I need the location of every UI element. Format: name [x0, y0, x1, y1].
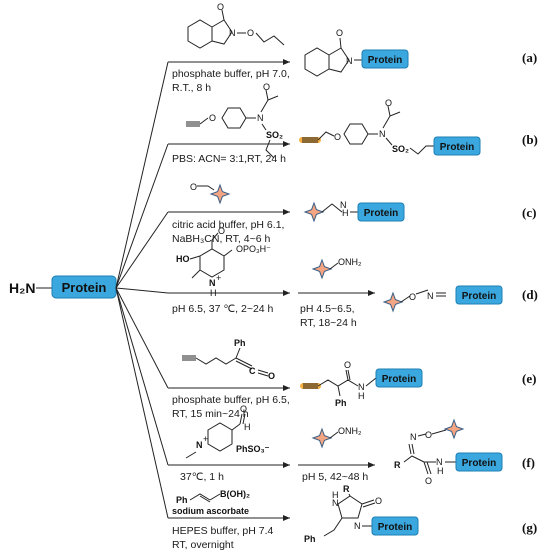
svg-text:H: H: [332, 490, 339, 500]
svg-text:R: R: [394, 460, 401, 470]
svg-text:O: O: [217, 2, 224, 12]
svg-text:Ph: Ph: [304, 534, 316, 544]
svg-text:Protein: Protein: [378, 522, 412, 533]
svg-text:Protein: Protein: [462, 291, 496, 302]
svg-text:PBS: ACN= 3:1,RT, 24 h: PBS: ACN= 3:1,RT, 24 h: [172, 153, 286, 165]
svg-text:H: H: [437, 466, 444, 476]
svg-text:Protein: Protein: [440, 142, 474, 153]
svg-text:R.T., 8 h: R.T., 8 h: [172, 82, 211, 94]
reaction-d: O HO OPO₃H⁻ N + H pH 6.5, 37 ℃, 2~24 h O…: [172, 226, 538, 329]
svg-text:Protein: Protein: [382, 374, 416, 385]
svg-text:RT, 18~24 h: RT, 18~24 h: [300, 317, 357, 329]
svg-text:RT, overnight: RT, overnight: [172, 539, 234, 551]
svg-text:O: O: [209, 113, 216, 123]
svg-text:O: O: [190, 182, 197, 192]
reaction-f: O H N + PhSO₃⁻ 37℃, 1 h ONH₂ pH 5, 42~48…: [180, 404, 535, 486]
svg-text:SO₂: SO₂: [266, 130, 283, 140]
svg-text:ONH₂: ONH₂: [338, 257, 362, 267]
svg-text:Protein: Protein: [364, 208, 398, 219]
fan-arrows: [115, 59, 375, 521]
svg-text:O: O: [385, 98, 392, 108]
svg-text:O: O: [247, 28, 254, 38]
svg-text:O: O: [240, 404, 247, 414]
svg-text:Protein: Protein: [462, 458, 496, 469]
label-c: (c): [522, 205, 536, 220]
svg-text:PhSO₃⁻: PhSO₃⁻: [236, 444, 270, 454]
label-b: (b): [522, 132, 538, 147]
svg-text:O: O: [218, 226, 225, 236]
svg-text:C: C: [249, 366, 256, 376]
reaction-a: O N O phosphate buffer, pH 7.0, R.T., 8 …: [172, 2, 537, 94]
svg-text:H: H: [358, 391, 365, 401]
label-a: (a): [522, 50, 537, 65]
svg-text:N: N: [354, 521, 361, 531]
svg-text:B(OH)₂: B(OH)₂: [220, 489, 250, 499]
svg-text:N: N: [196, 440, 203, 450]
reaction-e: Ph C O phosphate buffer, pH 6.5, RT, 15 …: [172, 338, 536, 420]
svg-text:H: H: [210, 288, 217, 298]
label-e: (e): [522, 371, 536, 386]
svg-text:O: O: [263, 82, 270, 92]
svg-text:N: N: [358, 382, 365, 392]
svg-text:SO₂: SO₂: [392, 144, 409, 154]
svg-text:Ph: Ph: [234, 338, 246, 348]
svg-text:Ph: Ph: [335, 398, 347, 408]
label-d: (d): [522, 287, 538, 302]
svg-text:O: O: [268, 371, 275, 381]
svg-text:phosphate buffer, pH 6.5,: phosphate buffer, pH 6.5,: [172, 394, 290, 406]
protein-start-label: Protein: [62, 280, 107, 295]
svg-text:phosphate buffer, pH 7.0,: phosphate buffer, pH 7.0,: [172, 68, 290, 80]
svg-text:N: N: [410, 432, 417, 442]
svg-text:HEPES buffer, pH 7.4: HEPES buffer, pH 7.4: [172, 525, 274, 537]
svg-text:OPO₃H⁻: OPO₃H⁻: [236, 244, 271, 254]
svg-text:H: H: [342, 208, 349, 218]
svg-text:H: H: [244, 422, 251, 432]
svg-text:O: O: [375, 496, 382, 506]
reaction-c: O citric acid buffer, pH 6.1, NaBH₃CN, R…: [172, 182, 536, 245]
svg-text:pH 6.5, 37 ℃, 2~24 h: pH 6.5, 37 ℃, 2~24 h: [172, 303, 274, 315]
amine-label: H₂N: [9, 280, 35, 296]
svg-text:Ph: Ph: [176, 495, 188, 505]
svg-text:N: N: [427, 291, 434, 301]
svg-text:N: N: [346, 56, 353, 66]
svg-text:O: O: [425, 476, 432, 486]
svg-text:N: N: [209, 278, 216, 288]
svg-text:N: N: [340, 200, 347, 210]
svg-text:N: N: [229, 28, 236, 38]
svg-text:+: +: [216, 273, 221, 283]
svg-text:O: O: [344, 360, 351, 370]
svg-text:pH 4.5~6.5,: pH 4.5~6.5,: [300, 303, 355, 315]
svg-text:O: O: [336, 28, 343, 38]
label-g: (g): [522, 520, 537, 535]
svg-text:RT, 15 min~24 h: RT, 15 min~24 h: [172, 408, 249, 420]
svg-text:O: O: [409, 292, 416, 302]
svg-text:N: N: [257, 113, 264, 123]
svg-text:+: +: [203, 434, 208, 444]
svg-text:O: O: [425, 430, 432, 440]
svg-text:citric acid buffer, pH 6.1,: citric acid buffer, pH 6.1,: [172, 219, 284, 231]
svg-text:HO: HO: [176, 254, 190, 264]
label-f: (f): [522, 455, 535, 470]
svg-text:sodium ascorbate: sodium ascorbate: [172, 506, 249, 516]
reaction-b: O N O SO₂ PBS: ACN= 3:1,RT, 24 h O N O S…: [172, 82, 538, 165]
svg-text:Protein: Protein: [368, 55, 402, 66]
svg-text:R: R: [343, 484, 350, 494]
svg-text:O: O: [334, 132, 341, 142]
reaction-g: Ph B(OH)₂ sodium ascorbate HEPES buffer,…: [172, 484, 537, 551]
svg-text:ONH₂: ONH₂: [338, 426, 362, 436]
svg-text:N: N: [436, 457, 443, 467]
svg-text:N: N: [379, 129, 386, 139]
svg-text:N: N: [332, 498, 339, 508]
svg-text:37℃, 1 h: 37℃, 1 h: [180, 471, 224, 483]
svg-text:pH 5, 42~48 h: pH 5, 42~48 h: [302, 471, 368, 483]
svg-text:NaBH₃CN, RT, 4~6 h: NaBH₃CN, RT, 4~6 h: [172, 233, 270, 245]
